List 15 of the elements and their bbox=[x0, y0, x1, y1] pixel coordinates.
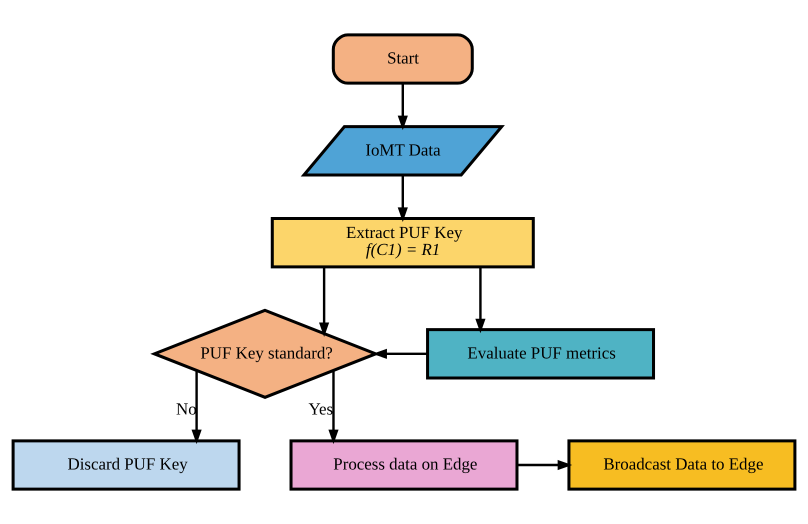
arrow bbox=[475, 267, 486, 334]
arrow bbox=[398, 84, 408, 130]
node-box: Broadcast Data to Edge bbox=[567, 439, 796, 491]
arrow bbox=[328, 370, 339, 444]
arrow bbox=[398, 175, 408, 222]
arrow bbox=[192, 370, 202, 444]
node-box: Evaluate PUF metrics bbox=[426, 328, 656, 380]
edge-label: No bbox=[176, 399, 197, 418]
arrow bbox=[517, 460, 572, 470]
node-box: Discard PUF Key bbox=[12, 439, 241, 491]
edge-label: Yes bbox=[308, 399, 334, 418]
arrow bbox=[319, 267, 330, 337]
node-box: Process data on Edge bbox=[290, 439, 518, 491]
node-box: Extract PUF Key f(C1) = R1 bbox=[270, 217, 535, 268]
node-box: Start bbox=[332, 33, 474, 85]
